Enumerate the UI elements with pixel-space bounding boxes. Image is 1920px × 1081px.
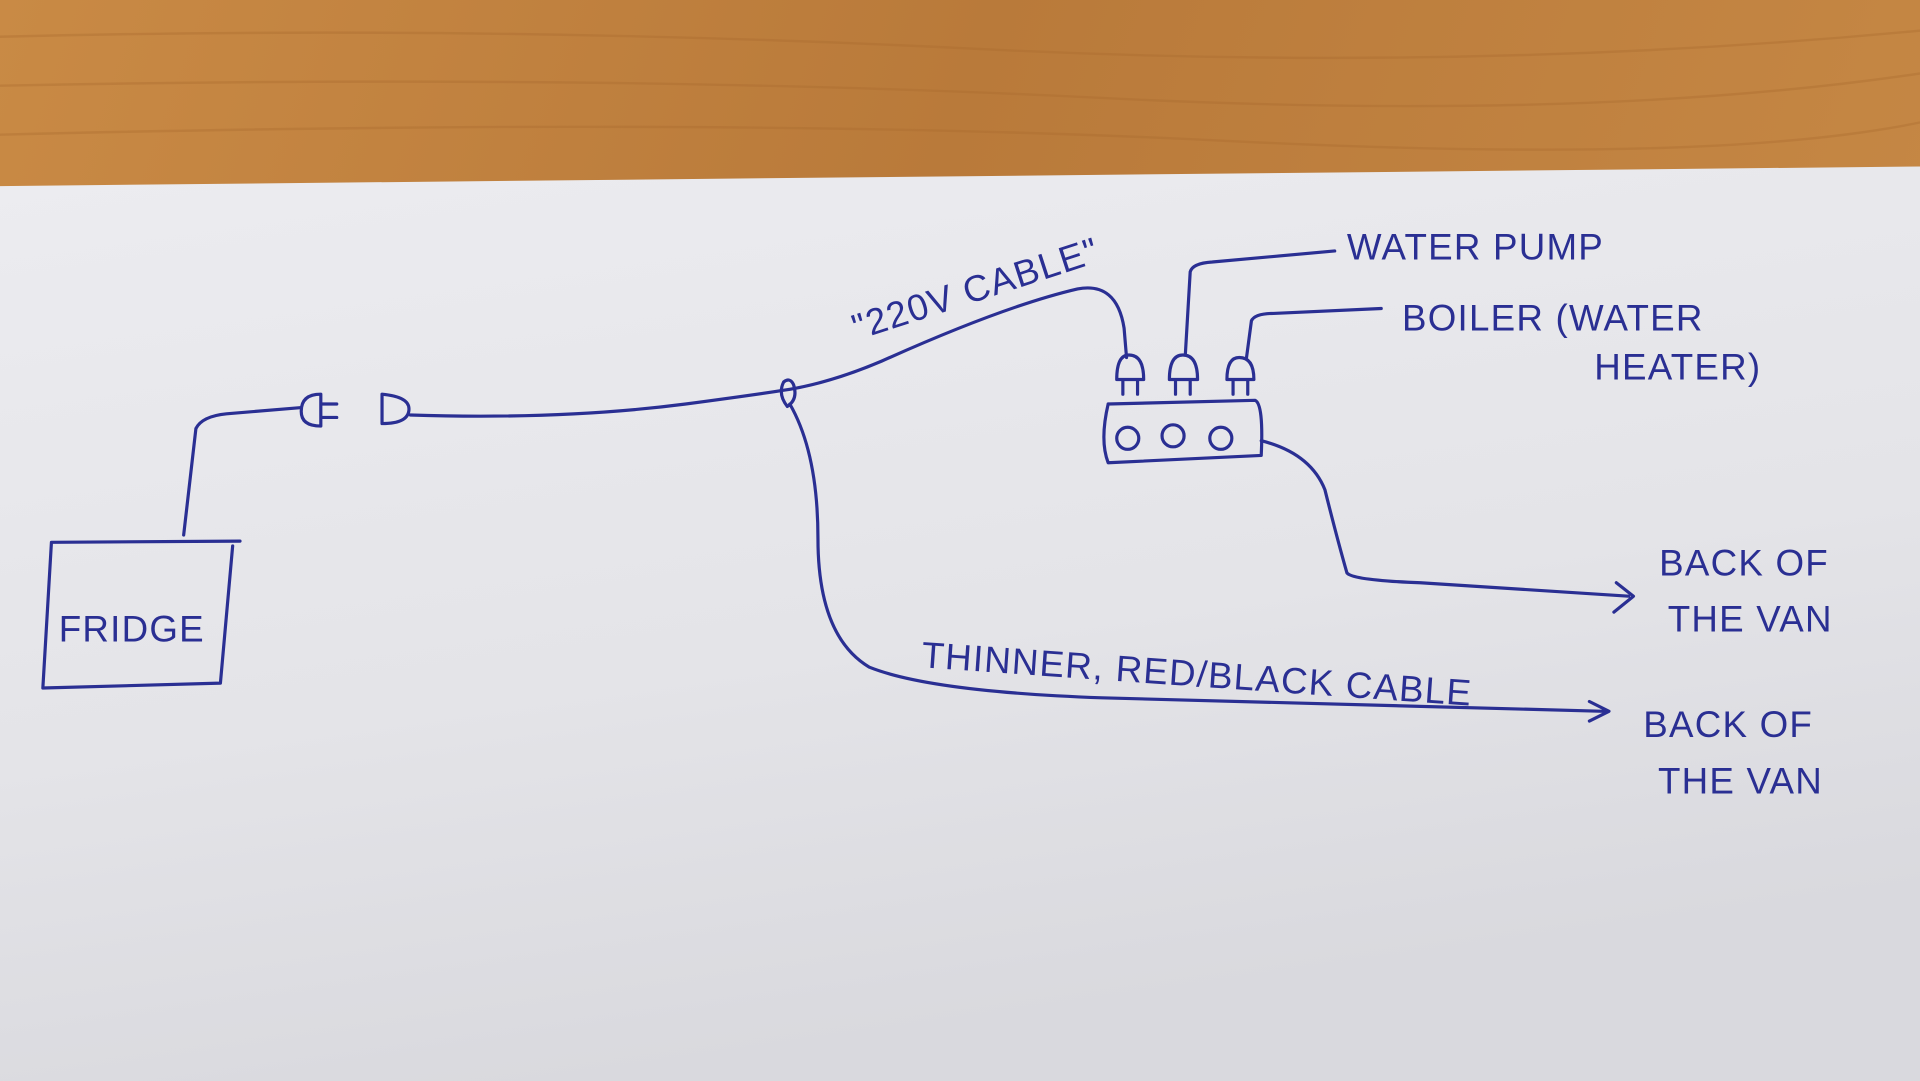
back-of-van-1-line2: THE VAN xyxy=(1668,599,1833,640)
220v-cable xyxy=(408,286,1129,418)
water-pump-cable xyxy=(1183,249,1337,357)
paper-sheet xyxy=(0,166,1920,1081)
fridge-label: FRIDGE xyxy=(59,609,205,650)
fridge-box: FRIDGE xyxy=(41,539,242,690)
water-pump-label: WATER PUMP xyxy=(1347,227,1604,268)
back-of-van-1-line1: BACK OF xyxy=(1659,542,1829,583)
socket-icon xyxy=(380,392,411,426)
cable-junction xyxy=(779,378,797,409)
back-of-van-2-line2: THE VAN xyxy=(1658,760,1823,801)
boiler-cable xyxy=(1244,306,1383,360)
thinner-red-black-cable xyxy=(788,402,1611,723)
fridge-cable xyxy=(182,406,302,537)
boiler-label-line2: HEATER) xyxy=(1594,347,1761,388)
wood-grain xyxy=(0,29,1920,151)
back-of-van-2-line1: BACK OF xyxy=(1643,704,1813,745)
boiler-label-line1: BOILER (WATER xyxy=(1402,298,1704,339)
strip-to-van-cable xyxy=(1259,439,1636,614)
plug-icon xyxy=(299,392,339,428)
plug-icons xyxy=(1115,353,1256,396)
power-strip xyxy=(1102,398,1264,465)
